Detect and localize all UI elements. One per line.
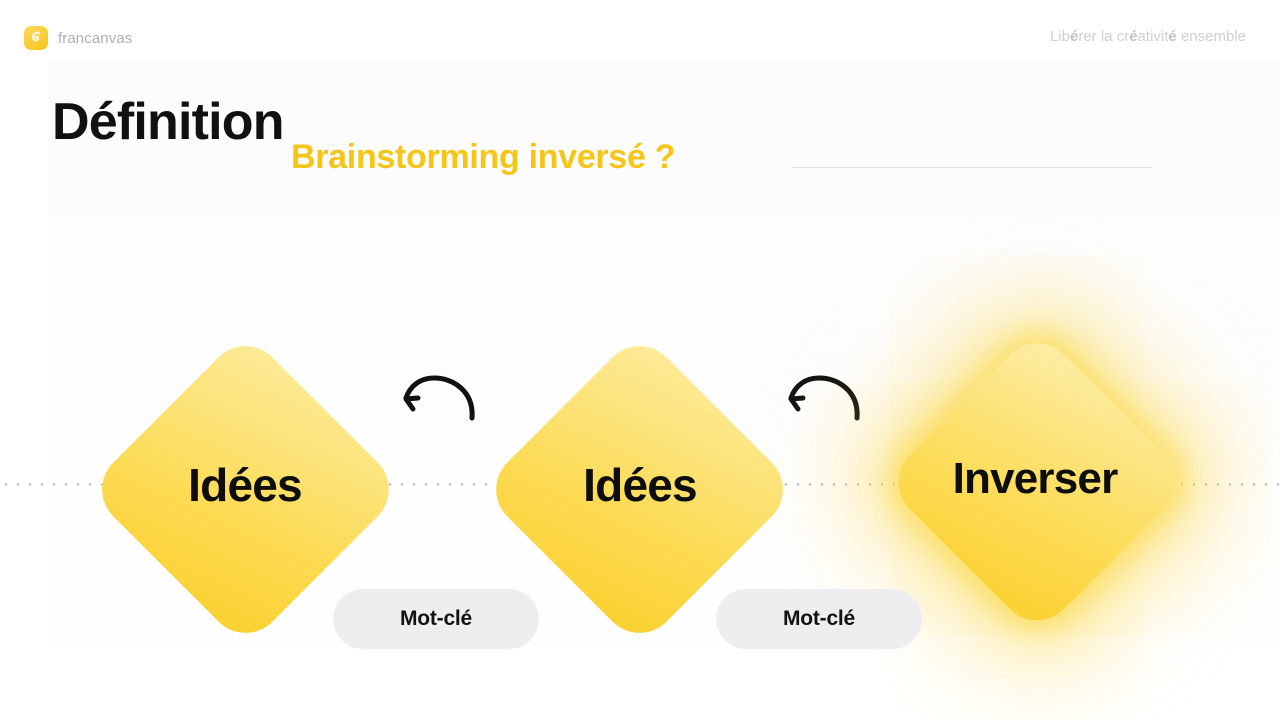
diamond-shape[interactable] — [882, 327, 1192, 637]
page-title: Définition — [52, 93, 285, 151]
brand-name-label: francanvas — [58, 29, 133, 47]
curved-arrow-left-icon — [781, 372, 867, 421]
brand-lockup[interactable]: francanvas — [24, 26, 132, 50]
slide-header: francanvas Libérer la créativité ensembl… — [0, 0, 1280, 60]
curved-arrow-left-icon — [396, 372, 482, 421]
title-divider-rule — [792, 167, 1152, 168]
header-tagline: Libérer la créativité ensemble — [1049, 28, 1246, 45]
keyword-pill[interactable]: Mot-clé — [716, 589, 922, 649]
francanvas-spiral-logo-icon — [24, 26, 48, 50]
page-subtitle: Brainstorming inversé ? — [291, 138, 676, 176]
keyword-pill[interactable]: Mot-clé — [333, 589, 539, 649]
